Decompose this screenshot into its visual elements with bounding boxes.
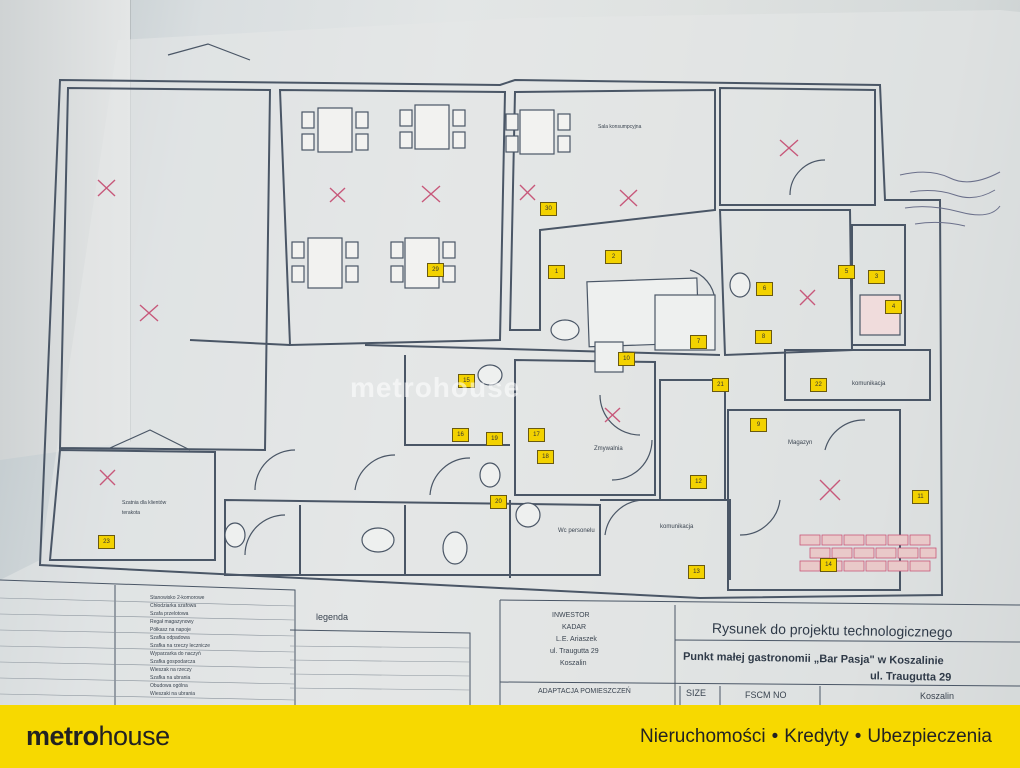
investor-label: INWESTOR — [552, 612, 590, 619]
room-label-wc-personelu: Wc personelu — [558, 528, 595, 534]
equipment-tag: 20 — [490, 495, 507, 509]
legend-item: Szafa przelotowa — [150, 611, 189, 617]
equipment-tag: 12 — [690, 475, 707, 489]
plan-address: ul. Traugutta 29 — [869, 670, 952, 684]
tagline-separator: • — [771, 725, 779, 747]
tagline: Nieruchomości • Kredyty • Ubezpieczenia — [640, 726, 992, 748]
room-label-zmywalnia: Zmywalnia — [594, 446, 623, 452]
legend-item: Chłodziarka szafowa — [150, 603, 197, 609]
investor-line4: Koszalin — [560, 660, 587, 667]
equipment-tag: 19 — [486, 432, 503, 446]
equipment-tag: 7 — [690, 335, 707, 349]
handwritten-notes — [899, 171, 1001, 227]
equipment-tag: 22 — [810, 378, 827, 392]
city-label: Koszalin — [920, 691, 955, 701]
size-label: SIZE — [686, 688, 707, 698]
equipment-tag: 5 — [838, 265, 855, 279]
equipment-tag: 3 — [868, 270, 885, 284]
legend-item: Wyparzarka do naczyń — [150, 651, 201, 657]
room-label-komunikacja: komunikacja — [852, 381, 886, 387]
adaptation-label: ADAPTACJA POMIESZCZEŃ — [538, 688, 631, 695]
room-label-terakota: terakota — [122, 510, 141, 516]
equipment-tag: 14 — [820, 558, 837, 572]
equipment-tag: 8 — [755, 330, 772, 344]
tagline-separator: • — [854, 725, 862, 747]
equipment-tag: 2 — [605, 250, 622, 264]
fscm-label: FSCM NO — [745, 690, 787, 700]
tagline-item-nieruchomosci: Nieruchomości — [639, 725, 766, 747]
watermark: metrohouse — [350, 372, 521, 403]
equipment-tag: 29 — [427, 263, 444, 277]
equipment-tag: 6 — [756, 282, 773, 296]
equipment-tag: 10 — [618, 352, 635, 366]
legend-item: Szafka na ubrania — [150, 675, 191, 681]
legend-item: Stanowisko 2-komorowe — [150, 595, 205, 601]
floor-plan-svg — [0, 10, 1020, 705]
legend-label: legenda — [316, 612, 349, 622]
equipment-tag: 1 — [548, 265, 565, 279]
legend-item: Regał magazynowy — [150, 619, 194, 625]
legend-item: Szafka odpadowa — [150, 635, 190, 641]
investor-line3: ul. Traugutta 29 — [550, 648, 599, 655]
equipment-tag: 9 — [750, 418, 767, 432]
room-label-komunikacja-2: komunikacja — [660, 524, 694, 530]
equipment-tag: 15 — [458, 374, 475, 388]
equipment-tag: 16 — [452, 428, 469, 442]
legend-item: Wieszak na rzeczy — [150, 667, 192, 673]
investor-line2: L.E. Ariaszek — [556, 636, 597, 643]
equipment-tag: 18 — [537, 450, 554, 464]
equipment-tag: 11 — [912, 490, 929, 504]
room-label-sala: Sala konsumpcyjna — [598, 124, 642, 130]
legend-item: Półkasz na napoje — [150, 627, 191, 633]
legend-item: Szafka na rzeczy lecznicze — [150, 643, 211, 649]
legend-item: Obudowa ogólna — [150, 683, 188, 689]
equipment-tag: 21 — [712, 378, 729, 392]
logo-part-metro: metro — [26, 721, 99, 751]
room-label-magazyn: Magazyn — [788, 440, 813, 446]
legend-item: Wieszaki na ubrania — [150, 691, 196, 697]
room-label-szatnia: Szatnia dla klientów — [122, 500, 167, 506]
legend-item: Szafka gospodarcza — [150, 659, 196, 665]
equipment-tag: 4 — [885, 300, 902, 314]
equipment-tag: 13 — [688, 565, 705, 579]
logo-part-house: house — [98, 721, 171, 751]
investor-line1: KADAR — [562, 624, 587, 631]
equipment-tag: 17 — [528, 428, 545, 442]
tagline-item-kredyty: Kredyty — [784, 725, 849, 747]
equipment-tag: 30 — [540, 202, 557, 216]
equipment-tag: 23 — [98, 535, 115, 549]
tagline-item-ubezpieczenia: Ubezpieczenia — [867, 725, 992, 747]
